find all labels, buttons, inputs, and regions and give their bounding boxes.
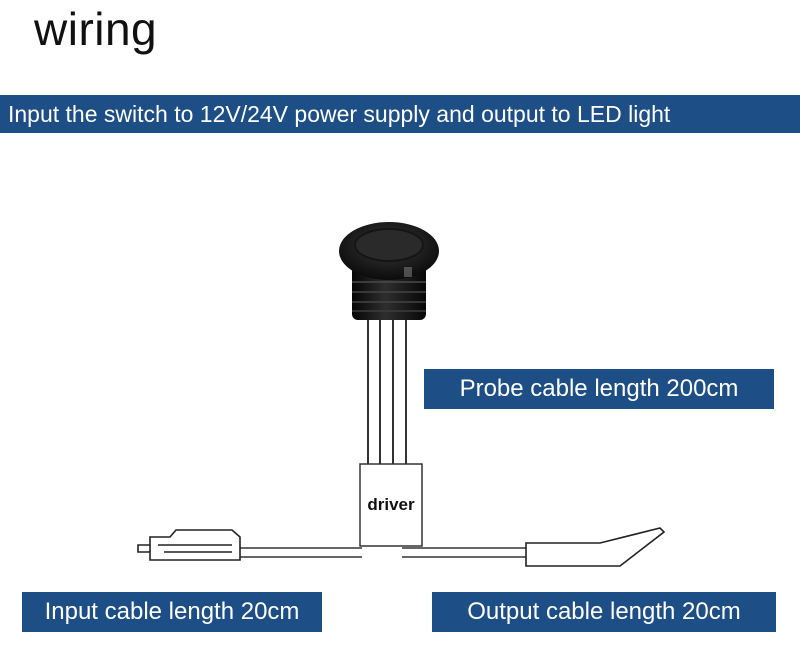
output-cable (402, 547, 528, 558)
sensor-touch-face (354, 228, 424, 262)
instruction-banner: Input the switch to 12V/24V power supply… (0, 95, 800, 133)
driver-box (359, 463, 423, 547)
output-cable-label: Output cable length 20cm (432, 592, 776, 632)
input-connector (137, 529, 241, 561)
driver-label: driver (367, 495, 415, 514)
input-cable-label: Input cable length 20cm (22, 592, 322, 632)
probe-cable-label: Probe cable length 200cm (424, 369, 774, 409)
page-title: wiring (34, 3, 158, 55)
output-connector (525, 527, 666, 567)
probe-cable (367, 320, 407, 465)
touch-sensor-switch (339, 222, 439, 320)
input-cable (240, 547, 362, 558)
